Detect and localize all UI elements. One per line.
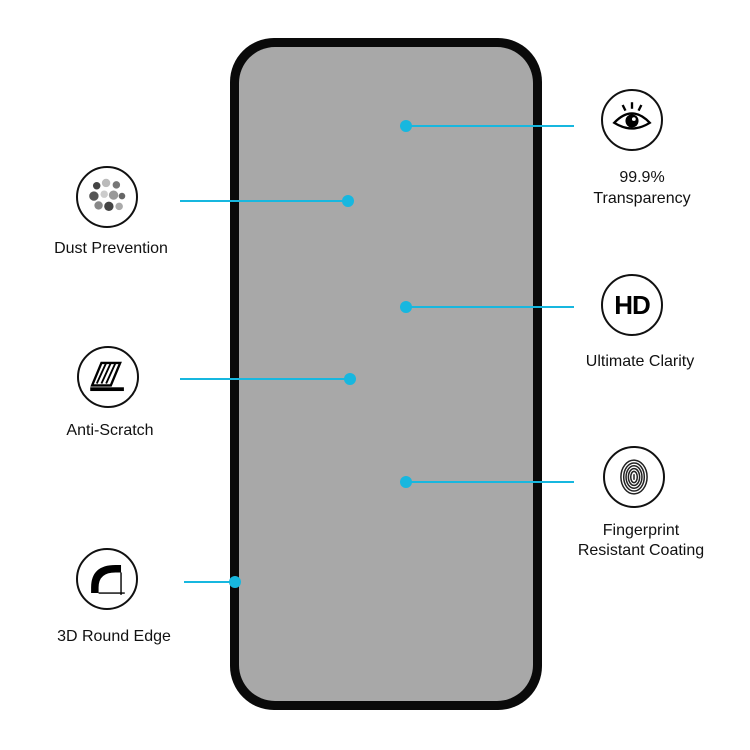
round-edge-icon [76,548,138,610]
fingerprint-label-line1: Fingerprint [602,522,680,539]
callout-dot-clarity [400,301,412,313]
fingerprint-label-line2: Resistant Coating [577,542,705,559]
callout-dot-dust [342,195,354,207]
callout-line-dust [180,200,348,202]
edge-label: 3D Round Edge [57,628,171,645]
transparency-value: 99.9% [619,169,665,186]
screen-protector [239,47,533,701]
callout-dot-fingerprint [400,476,412,488]
callout-line-fingerprint [406,481,574,483]
hd-icon: HD [601,274,663,336]
scratch-label: Anti-Scratch [66,422,154,439]
dust-icon [76,166,138,228]
callout-dot-edge [229,576,241,588]
callout-line-clarity [406,306,574,308]
dust-label: Dust Prevention [54,240,168,257]
anti-scratch-icon [77,346,139,408]
eye-icon [601,89,663,151]
callout-dot-scratch [344,373,356,385]
clarity-label: Ultimate Clarity [585,353,695,370]
hd-icon-text: HD [614,289,651,320]
callout-line-transparency [406,125,574,127]
transparency-label: Transparency [593,190,691,207]
callout-line-scratch [180,378,350,380]
callout-dot-transparency [400,120,412,132]
fingerprint-icon [603,446,665,508]
phone-frame [230,38,542,710]
callout-line-edge [184,581,234,583]
